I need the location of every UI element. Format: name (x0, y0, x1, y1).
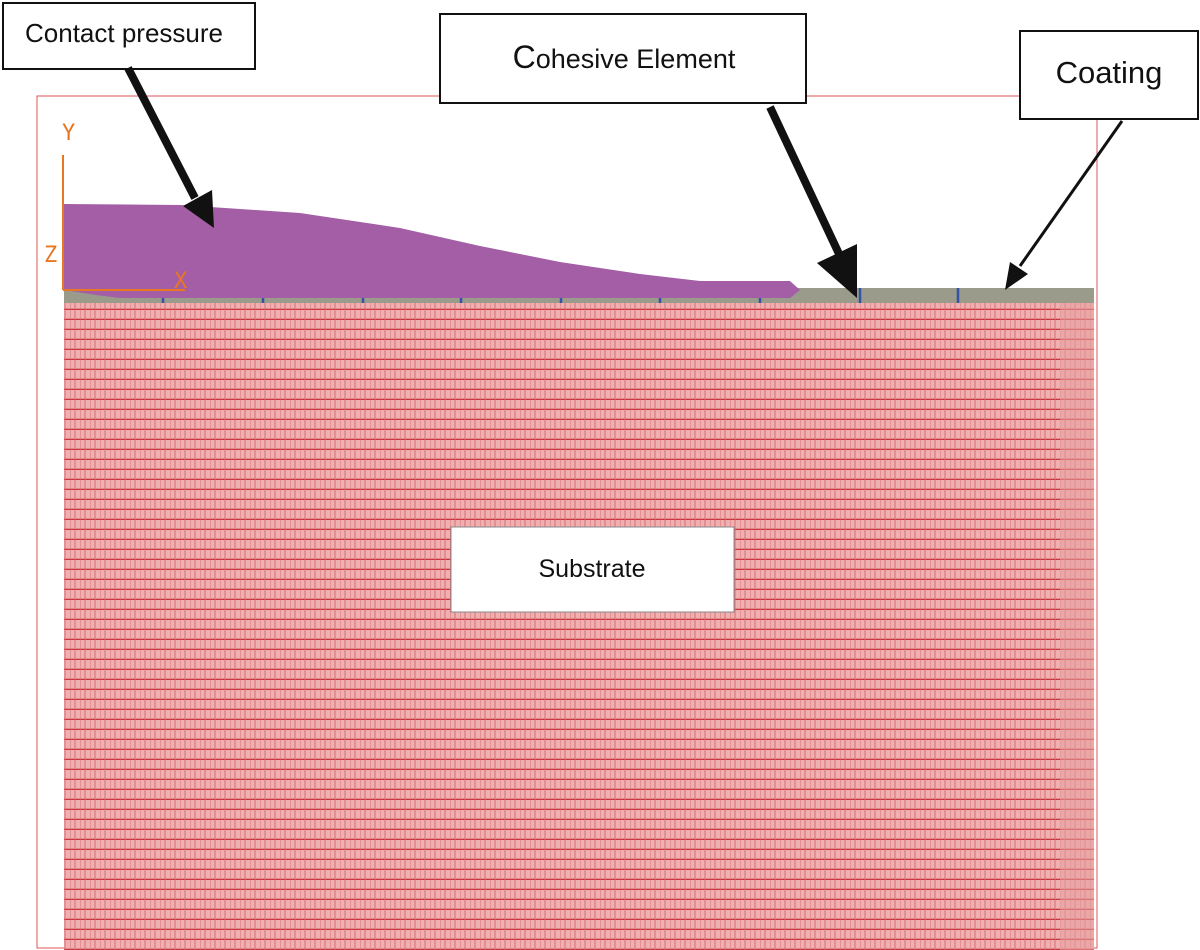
cohesive-element-arrow-shaft (766, 105, 844, 258)
axis-z-label: Z (44, 243, 57, 268)
contact-pressure-callout-box (2, 2, 256, 70)
cohesive-element-label: Cohesive Element (513, 39, 736, 75)
cohesive-element-label-initial: C (513, 39, 536, 75)
cohesive-element-callout-box (439, 13, 807, 104)
cohesive-element-label-rest: ohesive Element (536, 44, 736, 74)
contact-pressure-arrowhead (183, 190, 214, 228)
substrate-mesh-dense-edge (1060, 303, 1094, 950)
callout-arrows (124, 66, 1124, 298)
cohesive-element-arrowhead (817, 244, 857, 298)
substrate-label-box (450, 526, 735, 613)
coating-label: Coating (1056, 55, 1163, 90)
contact-pressure-label: Contact pressure (25, 18, 223, 48)
axis-x-label: X (174, 269, 188, 294)
contact-pressure-distribution (64, 204, 800, 298)
substrate-label: Substrate (538, 555, 645, 583)
axis-y-label: Y (62, 121, 75, 146)
coating-arrow-shaft (1018, 120, 1124, 267)
contact-pressure-arrow-shaft (124, 66, 199, 200)
coating-arrowhead (1005, 262, 1028, 290)
coating-callout-box (1019, 30, 1199, 120)
substrate-mesh (64, 303, 1094, 950)
coordinate-triad: Y X Z (44, 121, 188, 294)
